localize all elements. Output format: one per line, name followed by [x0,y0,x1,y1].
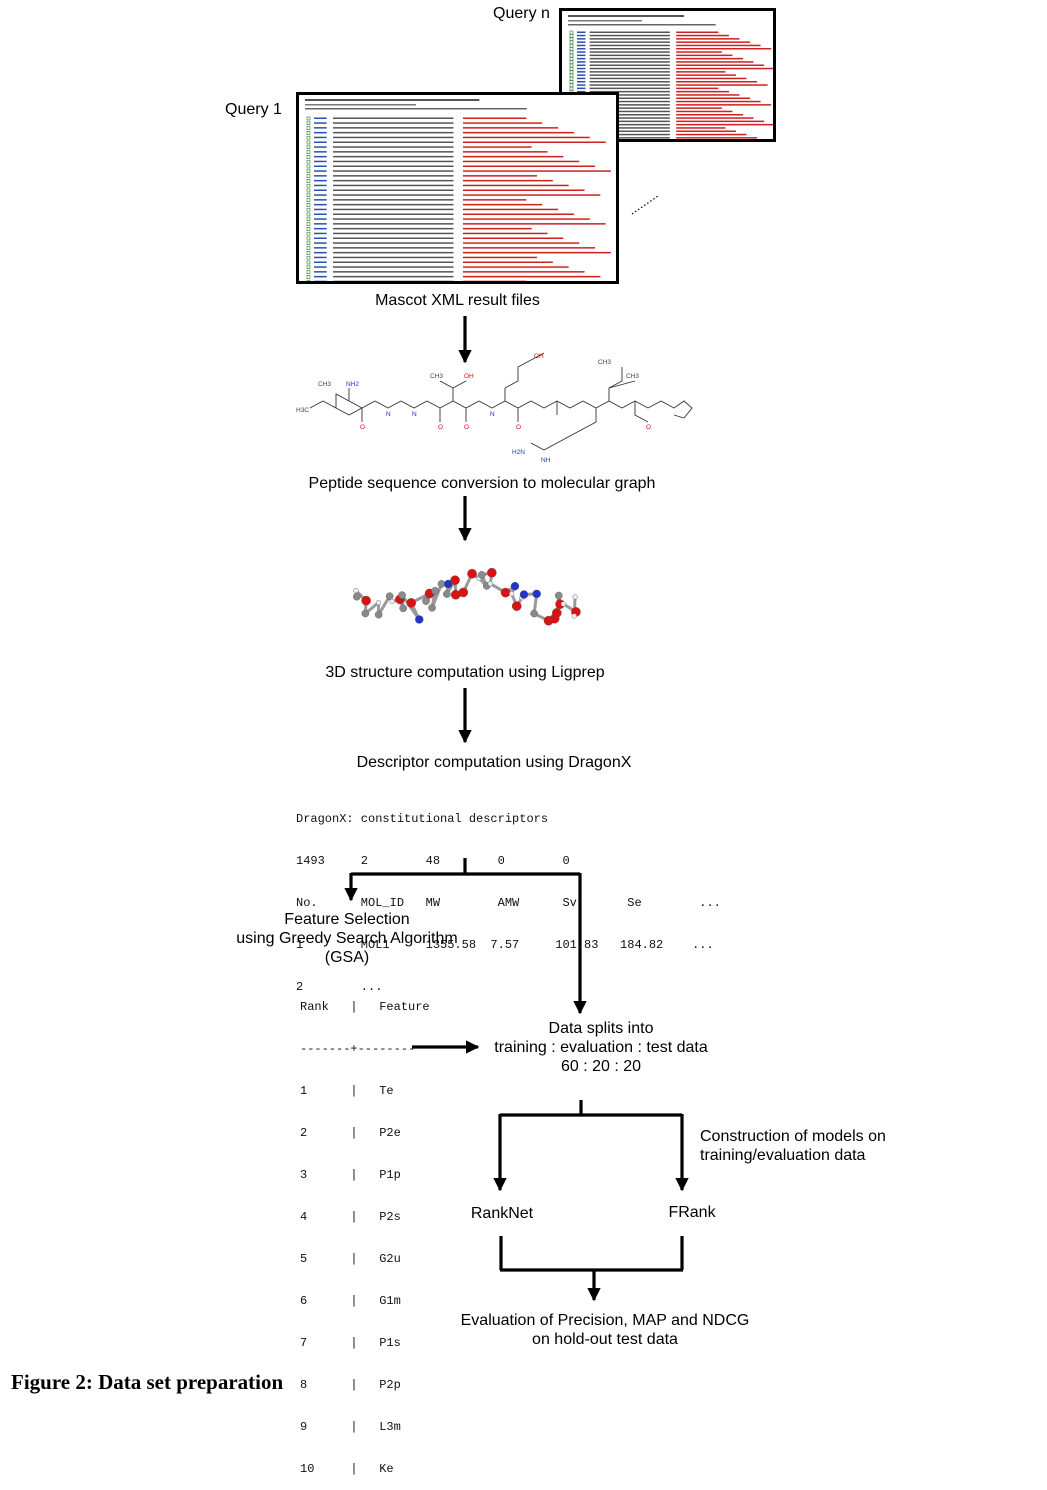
svg-text:CH3: CH3 [598,359,611,366]
dragonx-counts-row: 1493 2 48 0 0 [296,854,721,868]
svg-text:O: O [438,424,443,431]
dragonx-header-row: No. MOL_ID MW AMW Sv Se ... [296,896,721,910]
svg-text:N: N [490,411,495,418]
svg-text:CH3: CH3 [626,373,639,380]
feature-table-row: 4 | P2s [300,1210,430,1224]
feature-rank-table: Rank | Feature -------+-------- 1 | Te 2… [300,972,430,1490]
molecule-3d-render [345,545,595,645]
svg-text:OH: OH [464,373,474,380]
feature-selection-label: Feature Selection using Greedy Search Al… [216,910,478,967]
feature-table-row: 7 | P1s [300,1336,430,1350]
feature-table-header: Rank | Feature [300,1000,430,1014]
feature-table-row: 1 | Te [300,1084,430,1098]
svg-text:O: O [646,424,651,431]
svg-text:O: O [360,424,365,431]
feature-table-row: 9 | L3m [300,1420,430,1434]
evaluation-label: Evaluation of Precision, MAP and NDCG on… [430,1311,780,1349]
svg-text:CH3: CH3 [430,373,443,380]
ranknet-label: RankNet [462,1204,542,1223]
flow-connectors [0,0,1047,1406]
peptide-conversion-label: Peptide sequence conversion to molecular… [252,474,712,493]
data-split-label: Data splits into training : evaluation :… [470,1019,732,1076]
svg-text:O: O [464,424,469,431]
feature-table-row: 6 | G1m [300,1294,430,1308]
model-construction-label: Construction of models on training/evalu… [700,1127,886,1165]
svg-text:O: O [516,424,521,431]
3d-structure-label: 3D structure computation using Ligprep [280,663,650,682]
svg-text:N: N [412,411,417,418]
svg-text:H3C: H3C [296,407,309,414]
dragonx-title: DragonX: constitutional descriptors [296,812,721,826]
descriptor-label: Descriptor computation using DragonX [316,753,672,772]
feature-table-row: 5 | G2u [300,1252,430,1266]
feature-table-row: 8 | P2p [300,1378,430,1392]
feature-table-row: 10 | Ke [300,1462,430,1476]
feature-table-separator: -------+-------- [300,1042,430,1056]
frank-label: FRank [652,1203,732,1222]
molecule-atom-labels: CH3 NH2 CH3 OH OH CH3 CH3 H3C H2N NH O O… [296,353,651,464]
figure-caption: Figure 2: Data set preparation [11,1370,283,1395]
feature-table-row: 2 | P2e [300,1126,430,1140]
svg-text:OH: OH [534,353,544,360]
feature-table-row: 3 | P1p [300,1168,430,1182]
svg-text:H2N: H2N [512,449,525,456]
svg-text:NH2: NH2 [346,381,359,388]
molecular-graph: CH3 NH2 CH3 OH OH CH3 CH3 H3C H2N NH O O… [290,350,710,468]
svg-text:CH3: CH3 [318,381,331,388]
molecule-bonds [310,353,692,450]
svg-text:NH: NH [541,457,551,464]
svg-text:N: N [386,411,391,418]
